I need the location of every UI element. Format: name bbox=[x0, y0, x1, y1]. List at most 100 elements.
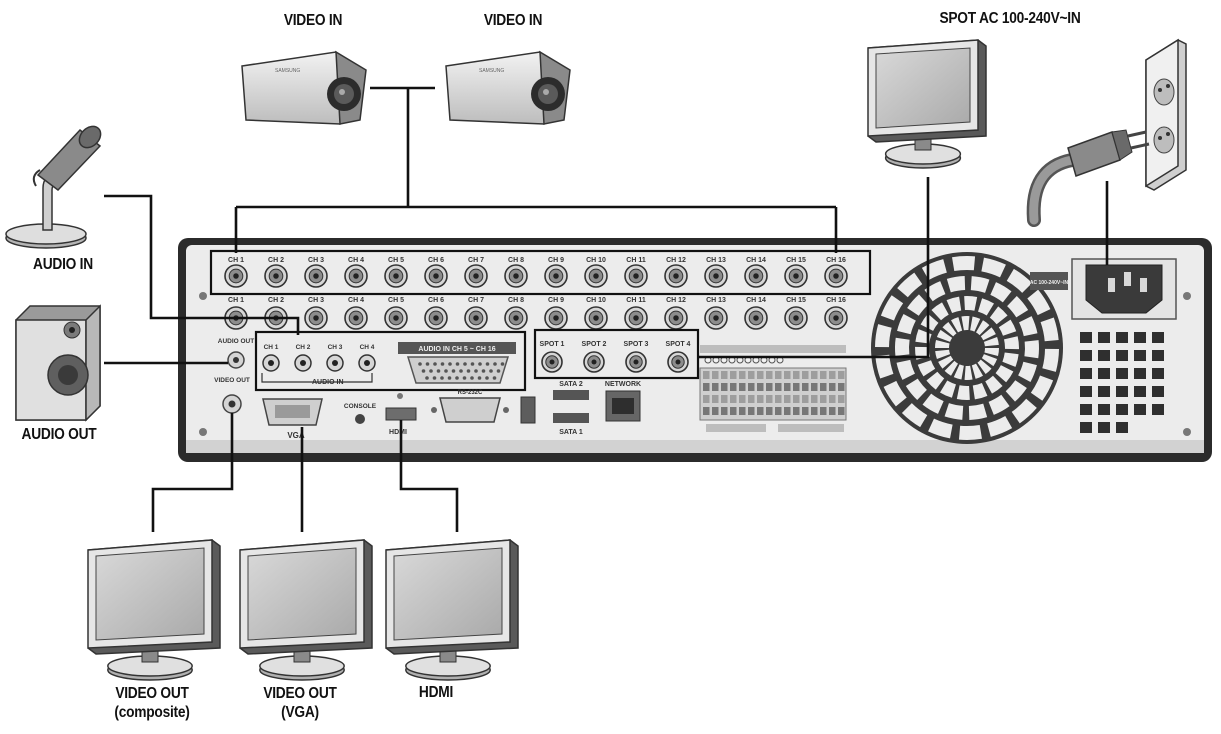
channel-label: CH 9 bbox=[548, 297, 564, 304]
channel-label: CH 15 bbox=[786, 257, 806, 264]
video-in-label-2: VIDEO IN bbox=[483, 12, 543, 29]
svg-text:NETWORK: NETWORK bbox=[605, 381, 641, 388]
network-port: NETWORK bbox=[605, 381, 641, 422]
video-out-composite-line bbox=[151, 413, 234, 532]
audio-channel-label: CH 3 bbox=[328, 344, 343, 351]
channel-label: CH 7 bbox=[468, 257, 484, 264]
svg-text:AUDIO IN CH 5 ~ CH 16: AUDIO IN CH 5 ~ CH 16 bbox=[418, 346, 495, 353]
audio-channel-label: CH 4 bbox=[360, 344, 375, 351]
speaker-icon bbox=[15, 304, 101, 422]
channel-label: CH 6 bbox=[428, 297, 444, 304]
audio-in-label: AUDIO IN bbox=[33, 256, 93, 273]
vga-port: VGA bbox=[262, 398, 323, 440]
microphone-icon bbox=[5, 125, 102, 249]
svg-text:SATA 2: SATA 2 bbox=[559, 381, 583, 388]
hdmi-line bbox=[399, 420, 459, 532]
camera-icon: SAMSUNG bbox=[445, 50, 571, 125]
spot-output-ports: SPOT 1 SPOT 2 SPOT 3 SPOT 4 bbox=[540, 341, 691, 373]
svg-text:CONSOLE: CONSOLE bbox=[344, 403, 377, 410]
svg-text:SAMSUNG: SAMSUNG bbox=[479, 68, 504, 74]
channel-label: CH 11 bbox=[626, 297, 646, 304]
monitors bbox=[87, 39, 987, 681]
channel-label: CH 11 bbox=[626, 257, 646, 264]
spot-output-label: SPOT 2 bbox=[582, 341, 607, 348]
channel-labels-top: CH 1 CH 2 CH 3 CH 4 CH 5 CH 6 CH 7 CH 8 CH 9 CH 1… bbox=[228, 257, 846, 264]
channel-label: CH 8 bbox=[508, 257, 524, 264]
svg-text:AC 100-240V~IN: AC 100-240V~IN bbox=[1030, 280, 1069, 286]
channel-label: CH 3 bbox=[308, 257, 324, 264]
channel-label: CH 2 bbox=[268, 257, 284, 264]
channel-label: CH 4 bbox=[348, 257, 364, 264]
spot-output-label: SPOT 4 bbox=[666, 341, 691, 348]
channel-label: CH 13 bbox=[706, 257, 726, 264]
channel-label: CH 1 bbox=[228, 257, 244, 264]
monitor-icon bbox=[385, 539, 519, 681]
video-out-composite-line2: (composite) bbox=[114, 704, 190, 721]
channel-label: CH 12 bbox=[666, 257, 686, 264]
console-port: CONSOLE bbox=[344, 403, 377, 424]
wall-outlet-icon bbox=[1145, 38, 1187, 191]
audio-channel-label: CH 2 bbox=[296, 344, 311, 351]
alarm-terminal-block: ALARM IN bbox=[699, 345, 847, 432]
audio-out-jack: AUDIO OUT bbox=[218, 338, 255, 369]
audio-in-line bbox=[104, 194, 300, 335]
channel-label: CH 6 bbox=[428, 257, 444, 264]
channel-label: CH 14 bbox=[746, 257, 766, 264]
audio-in-db-connector: AUDIO IN CH 5 ~ CH 16 bbox=[398, 342, 516, 384]
video-out-composite-label: VIDEO OUT (composite) bbox=[100, 684, 203, 722]
video-out-vga-line1: VIDEO OUT bbox=[263, 685, 337, 702]
spot-frame bbox=[533, 328, 700, 380]
video-out-vga-line2: (VGA) bbox=[281, 704, 319, 721]
video-out-composite-line1: VIDEO OUT bbox=[115, 685, 189, 702]
channel-label: CH 12 bbox=[666, 297, 686, 304]
channel-label: CH 13 bbox=[706, 297, 726, 304]
audio-in-port-label: AUDIO IN bbox=[312, 379, 344, 386]
channel-label: CH 8 bbox=[508, 297, 524, 304]
video-in-label-1: VIDEO IN bbox=[283, 12, 343, 29]
rs232-port: RS-232C bbox=[431, 390, 509, 423]
hdmi-label: HDMI bbox=[418, 684, 454, 701]
audio-in-ports: CH 1 CH 2 CH 3 CH 4 bbox=[261, 344, 376, 383]
channel-label: CH 4 bbox=[348, 297, 364, 304]
svg-text:RS-232C: RS-232C bbox=[458, 390, 483, 396]
spot-output-label: SPOT 3 bbox=[624, 341, 649, 348]
channel-label: CH 14 bbox=[746, 297, 766, 304]
sata-ports: SATA 2 SATA 1 bbox=[553, 381, 589, 436]
power-plug-icon bbox=[1026, 129, 1150, 227]
channel-label: CH 5 bbox=[388, 297, 404, 304]
channel-label: CH 16 bbox=[826, 257, 846, 264]
vent-holes bbox=[1080, 332, 1164, 433]
hdmi-port: HDMI bbox=[385, 393, 417, 436]
spot-line bbox=[697, 177, 930, 359]
monitor-icon bbox=[87, 539, 221, 681]
spot-ac-label: SPOT AC 100-240V~IN bbox=[939, 10, 1081, 27]
ac-inlet: AC 100-240V~IN bbox=[1030, 258, 1177, 320]
channel-label: CH 10 bbox=[586, 257, 606, 264]
channel-label: CH 10 bbox=[586, 297, 606, 304]
audio-out-label: AUDIO OUT bbox=[21, 426, 97, 443]
channel-label: CH 5 bbox=[388, 257, 404, 264]
camera-icon: SAMSUNG bbox=[241, 50, 367, 125]
audio-channel-label: CH 1 bbox=[264, 344, 279, 351]
svg-text:SATA 1: SATA 1 bbox=[559, 429, 583, 436]
video-out-vga-label: VIDEO OUT (VGA) bbox=[248, 684, 351, 722]
monitor-icon bbox=[867, 39, 987, 169]
channel-label: CH 16 bbox=[826, 297, 846, 304]
channel-label: CH 2 bbox=[268, 297, 284, 304]
svg-text:SAMSUNG: SAMSUNG bbox=[275, 68, 300, 74]
svg-text:VGA: VGA bbox=[287, 431, 305, 440]
connection-lines bbox=[104, 86, 1109, 532]
spot-output-label: SPOT 1 bbox=[540, 341, 565, 348]
bnc-row-top bbox=[224, 264, 848, 288]
channel-label: CH 9 bbox=[548, 257, 564, 264]
channel-label: CH 15 bbox=[786, 297, 806, 304]
channel-label: CH 1 bbox=[228, 297, 244, 304]
usb-port bbox=[520, 396, 536, 424]
svg-text:HDMI: HDMI bbox=[389, 429, 407, 436]
svg-text:AUDIO OUT: AUDIO OUT bbox=[218, 338, 255, 345]
audio-in-frame bbox=[254, 330, 527, 392]
video-in-line bbox=[234, 86, 838, 253]
channel-label: CH 7 bbox=[468, 297, 484, 304]
